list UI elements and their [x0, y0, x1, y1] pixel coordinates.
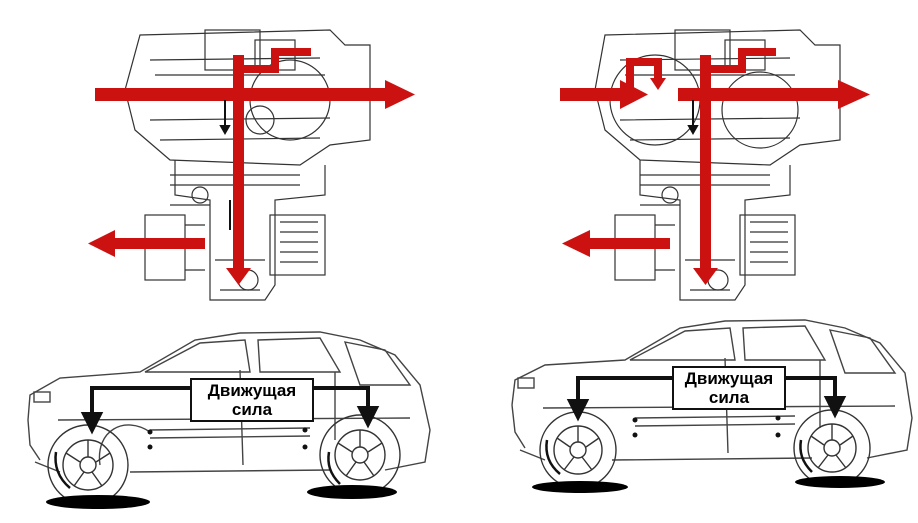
right-driving-force-label: Движущая сила [672, 366, 786, 410]
right-front-shadow [532, 481, 628, 493]
right-power-flow [560, 48, 870, 285]
right-axle-dots [632, 415, 781, 438]
left-rear-wheel [319, 414, 401, 496]
left-small-black-arrows [219, 100, 231, 230]
left-rear-shadow [307, 485, 397, 499]
left-driving-force-label: Движущая сила [190, 378, 314, 422]
right-front-wheel [539, 411, 617, 489]
right-car-body [511, 319, 913, 461]
left-front-wheel [47, 424, 129, 506]
right-rotation-arrows [545, 439, 813, 475]
left-rotation-arrows [54, 451, 341, 489]
left-axle-dots [147, 427, 308, 450]
right-small-black-arrows [687, 100, 699, 136]
right-rear-shadow [795, 476, 885, 488]
right-force-arrows [566, 376, 847, 422]
right-rear-wheel [793, 409, 871, 487]
left-power-flow [88, 48, 415, 285]
left-front-shadow [46, 495, 150, 509]
